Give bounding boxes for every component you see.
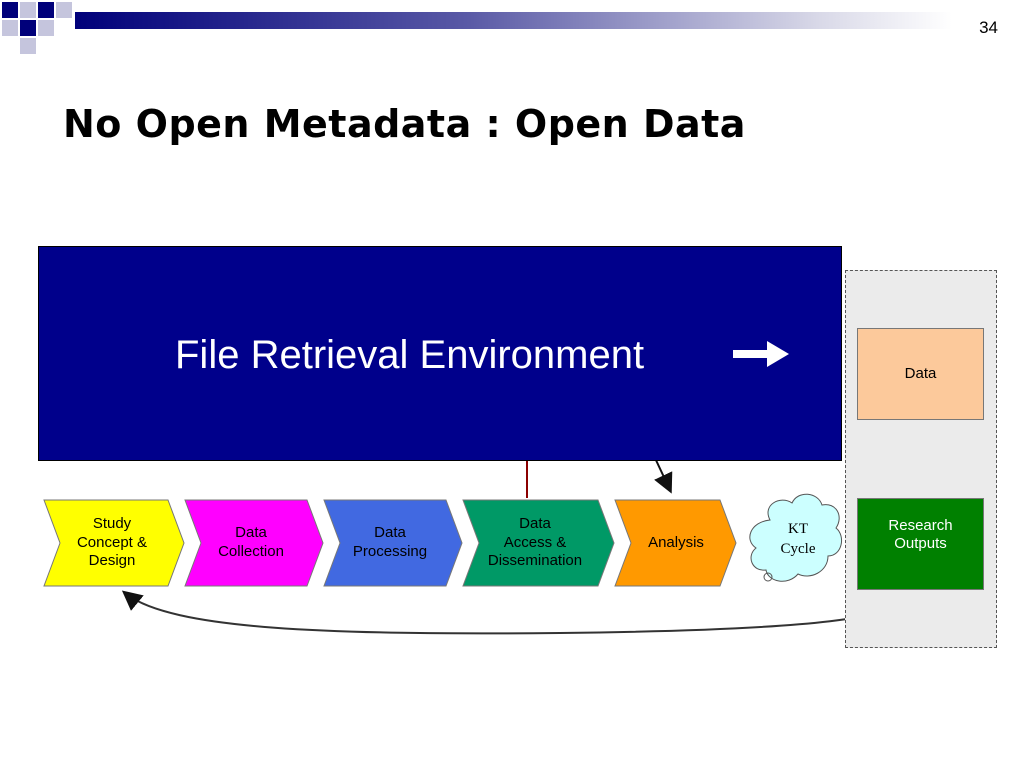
feedback-loop-arrow [121,590,921,635]
slide-title: No Open Metadata : Open Data [63,102,746,146]
page-number: 34 [979,18,998,37]
stage-label-analysis: Analysis [648,533,704,551]
kt-cycle-label: KT Cycle [780,521,816,557]
stage-label-data-processing: Data Processing [352,524,428,560]
corner-square-navy [38,2,54,18]
arrow-to-analysis [654,457,673,494]
research-outputs-box: Research Outputs [857,498,984,590]
corner-square-light [20,2,36,18]
corner-square-light [20,38,36,54]
header-gradient-bar [75,12,952,29]
outputs-panel [845,270,997,648]
stage-chevron-analysis [614,499,737,587]
stage-chevron-data-processing [323,499,463,587]
stage-label-study-design: Study Concept & Design [76,514,148,570]
data-output-box: Data [857,328,984,420]
corner-square-navy [20,20,36,36]
research-outputs-label: Research Outputs [888,517,953,552]
corner-square-light [56,2,72,18]
corner-square-light [38,20,54,36]
corner-square-light [2,20,18,36]
stage-chevron-data-access [462,499,615,587]
kt-cycle-cloud [749,493,843,582]
overlay-title: File Retrieval Environment [175,333,645,377]
right-arrow-icon [733,341,789,367]
stage-chevron-study-design [43,499,185,587]
corner-square-navy [2,2,18,18]
cloud-tail-circle [763,572,773,582]
stage-label-data-collection: Data Collection [218,524,284,560]
stage-label-data-access: Data Access & Dissemination [487,514,583,570]
file-retrieval-overlay: File Retrieval Environment [38,246,842,461]
data-output-label: Data [904,365,937,382]
stage-chevron-data-collection [184,499,324,587]
